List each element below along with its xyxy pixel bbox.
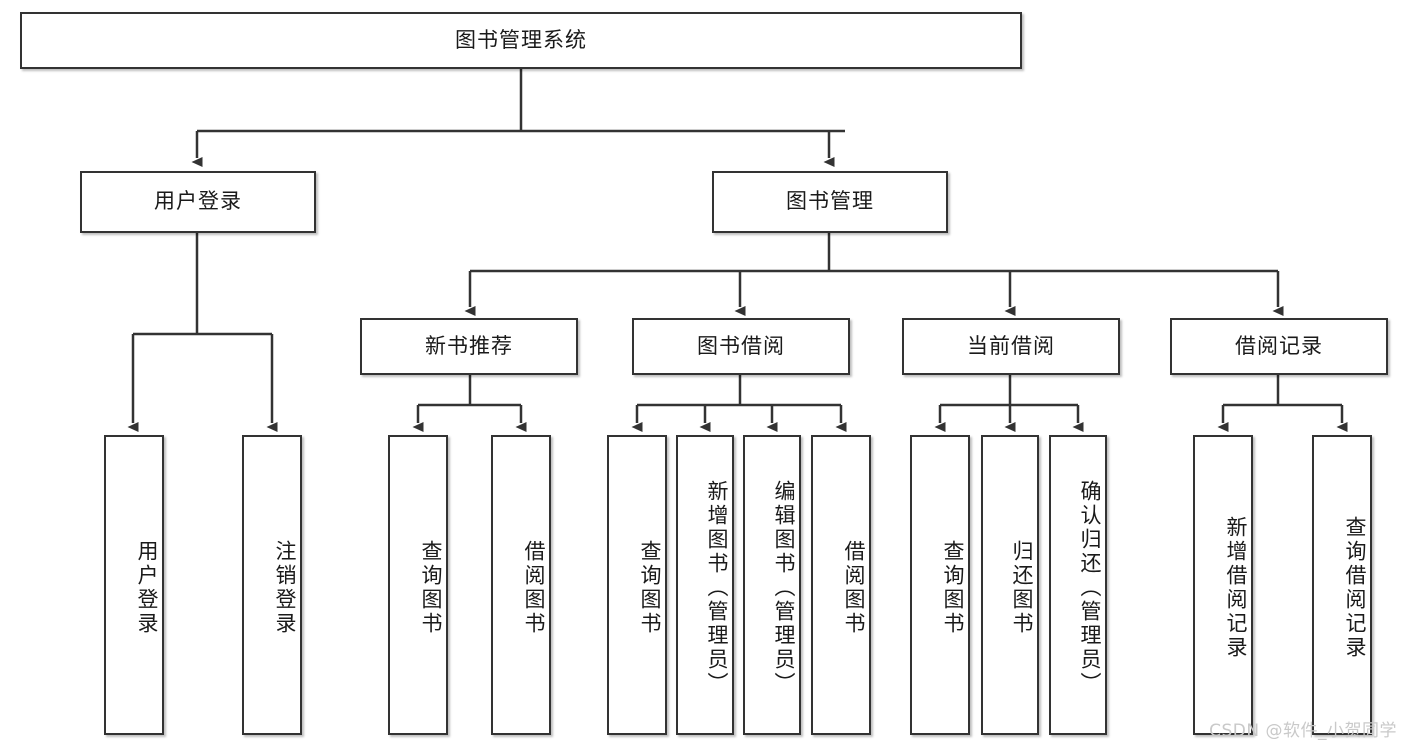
node-leaf-edit-book[interactable]: 编辑图书（管理员） [743, 435, 801, 735]
node-user-login[interactable]: 用户登录 [80, 171, 316, 233]
node-leaf-query-record-label: 查询借阅记录 [1343, 516, 1367, 660]
node-leaf-user-login-label: 用户登录 [135, 540, 159, 636]
node-leaf-query-book-1[interactable]: 查询图书 [388, 435, 448, 735]
node-new-book-rec[interactable]: 新书推荐 [360, 318, 578, 375]
node-leaf-logout-label: 注销登录 [273, 540, 297, 636]
node-leaf-add-book-label: 新增图书（管理员） [705, 480, 729, 696]
node-borrow-record[interactable]: 借阅记录 [1170, 318, 1388, 375]
node-leaf-return-book-label: 归还图书 [1010, 540, 1034, 636]
node-root[interactable]: 图书管理系统 [20, 12, 1022, 69]
node-book-borrow[interactable]: 图书借阅 [632, 318, 850, 375]
node-leaf-add-record-label: 新增借阅记录 [1224, 516, 1248, 660]
node-book-manage[interactable]: 图书管理 [712, 171, 948, 233]
node-leaf-query-book-3-label: 查询图书 [941, 540, 965, 636]
node-leaf-query-book-1-label: 查询图书 [419, 540, 443, 636]
node-leaf-confirm-return-label: 确认归还（管理员） [1078, 480, 1102, 696]
node-leaf-borrow-book-1[interactable]: 借阅图书 [491, 435, 551, 735]
node-leaf-query-book-3[interactable]: 查询图书 [910, 435, 970, 735]
node-current-borrow[interactable]: 当前借阅 [902, 318, 1120, 375]
node-book-borrow-label: 图书借阅 [697, 333, 785, 358]
node-leaf-user-login[interactable]: 用户登录 [104, 435, 164, 735]
node-new-book-rec-label: 新书推荐 [425, 333, 513, 358]
node-current-borrow-label: 当前借阅 [967, 333, 1055, 358]
node-book-manage-label: 图书管理 [786, 189, 874, 214]
node-leaf-query-book-2[interactable]: 查询图书 [607, 435, 667, 735]
watermark: CSDN @软件_小贺同学 [1209, 721, 1397, 741]
node-leaf-borrow-book-1-label: 借阅图书 [522, 540, 546, 636]
node-borrow-record-label: 借阅记录 [1235, 333, 1323, 358]
node-leaf-add-book[interactable]: 新增图书（管理员） [676, 435, 734, 735]
node-leaf-confirm-return[interactable]: 确认归还（管理员） [1049, 435, 1107, 735]
node-leaf-query-record[interactable]: 查询借阅记录 [1312, 435, 1372, 735]
node-leaf-query-book-2-label: 查询图书 [638, 540, 662, 636]
node-user-login-label: 用户登录 [154, 189, 242, 214]
node-leaf-edit-book-label: 编辑图书（管理员） [772, 480, 796, 696]
node-root-label: 图书管理系统 [455, 27, 587, 52]
node-leaf-borrow-book-2-label: 借阅图书 [842, 540, 866, 636]
node-leaf-add-record[interactable]: 新增借阅记录 [1193, 435, 1253, 735]
node-leaf-borrow-book-2[interactable]: 借阅图书 [811, 435, 871, 735]
node-leaf-return-book[interactable]: 归还图书 [981, 435, 1039, 735]
node-leaf-logout[interactable]: 注销登录 [242, 435, 302, 735]
